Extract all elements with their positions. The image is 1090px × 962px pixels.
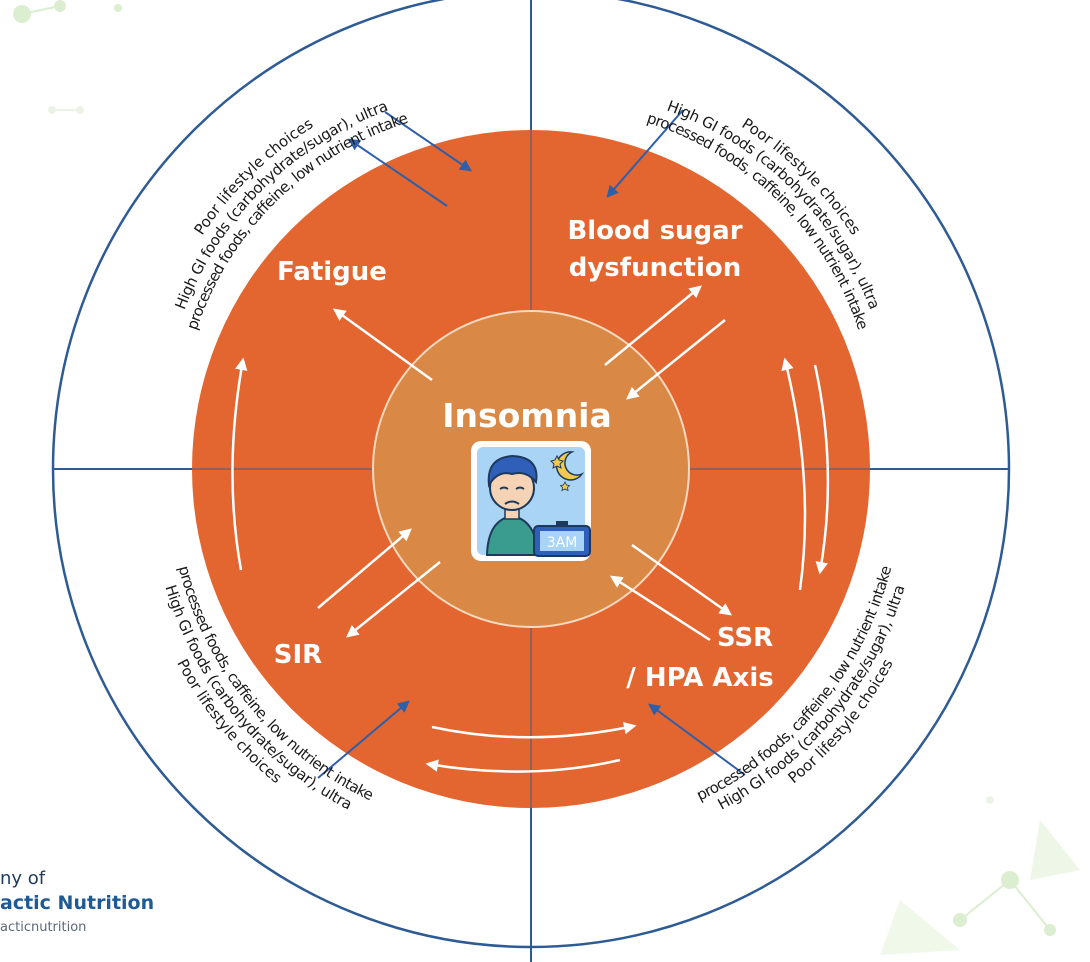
arrow-insomnia-to-sir (346, 561, 441, 638)
blue-arrow-to-blood-sugar (606, 109, 684, 198)
star-icon (550, 454, 564, 469)
arrow-sir-to-insomnia (317, 528, 412, 609)
blue-arrow-to-sir (317, 700, 410, 779)
arrow-bottom-arc-right (431, 721, 637, 739)
blue-arrows (317, 109, 746, 779)
clock-time: 3AM (547, 535, 578, 551)
logo-line1: ny of (0, 868, 46, 889)
fatigue-label: Fatigue (277, 257, 387, 287)
blue-arrow-to-fatigue-zone (384, 111, 472, 172)
sir-label: SIR (274, 640, 322, 670)
arrow-bottom-arc-left (425, 758, 621, 773)
ssr-label-line1: SSR (717, 623, 773, 653)
logo-line3: acticnutrition (0, 920, 87, 935)
arrow-right-arc-down (813, 364, 830, 575)
arrow-insomnia-to-fatigue (332, 308, 433, 382)
blood-sugar-label-line1: Blood sugar (567, 216, 742, 246)
arrow-insomnia-to-ssr (631, 543, 733, 616)
arrow-left-arc-up (231, 357, 248, 571)
white-arrows (231, 285, 830, 773)
blue-arrow-to-ssr (648, 703, 746, 776)
arrow-ssr-to-insomnia (609, 575, 711, 642)
ssr-label-line2: / HPA Axis (626, 663, 773, 693)
insomnia-person-icon: 3AM (471, 441, 591, 561)
logo-line2: actic Nutrition (0, 892, 155, 914)
arrow-insomnia-to-blood-sugar (604, 285, 702, 366)
center-title: Insomnia (442, 396, 612, 435)
blood-sugar-label-line2: dysfunction (569, 253, 742, 283)
blue-arrow-from-fatigue-zone (348, 138, 448, 207)
arrow-blood-sugar-to-insomnia (626, 319, 726, 400)
background-network-decoration (13, 0, 1080, 955)
arrow-right-arc-up (781, 357, 807, 591)
